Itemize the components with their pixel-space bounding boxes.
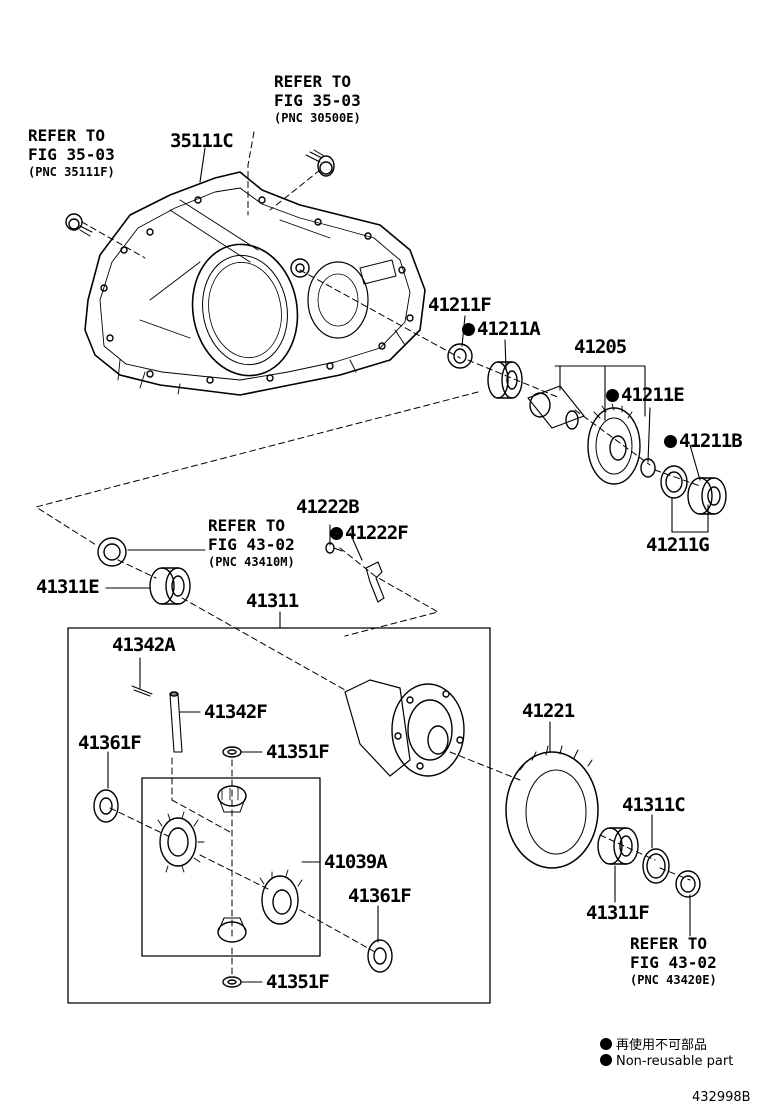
refer-fig-text: FIG 43-02 (208, 535, 295, 554)
subassembly-frame-41039A (141, 777, 321, 957)
bearing-41311F (597, 827, 639, 865)
part-label-41342F: 41342F (204, 701, 268, 723)
bearing-41311E (149, 567, 191, 605)
oil-seal-41211F (447, 343, 473, 369)
non-reusable-mark (330, 527, 343, 540)
part-number: 41211E (621, 384, 685, 406)
part-label-41351F-upper: 41351F (266, 741, 330, 763)
legend-text: Non-reusable part (616, 1054, 734, 1069)
part-number: 41222F (345, 522, 409, 544)
part-label-41211A: 41211A (462, 318, 541, 340)
shim-41311C (642, 848, 670, 884)
bearing-41211A (487, 361, 523, 399)
part-label-41342A: 41342A (112, 634, 176, 656)
oil-seal-right (675, 870, 701, 898)
part-label-41351F-lower: 41351F (266, 971, 330, 993)
part-label-41222F: 41222F (330, 522, 409, 544)
lock-plate-41222F (365, 561, 385, 603)
pinion-gear-upper (217, 785, 247, 813)
legend-japanese: 再使用不可部品 (600, 1034, 707, 1053)
refer-pnc-text: (PNC 35111F) (28, 165, 115, 179)
part-label-41311C: 41311C (622, 794, 686, 816)
part-label-41361F-left: 41361F (78, 732, 142, 754)
oil-seal-left (97, 537, 127, 567)
refer-text: REFER TO (208, 516, 286, 535)
part-label-41211F: 41211F (428, 294, 492, 316)
legend-text: 再使用不可部品 (616, 1038, 708, 1053)
refer-label-left: REFER TO FIG 35-03 (PNC 35111F) (28, 126, 115, 179)
bolt-41222B (325, 542, 343, 554)
part-label-35111C: 35111C (170, 130, 234, 152)
refer-text: REFER TO (274, 72, 352, 91)
leader-lines (105, 147, 709, 983)
legend-english: Non-reusable part (600, 1054, 733, 1069)
refer-pnc-text: (PNC 43420E) (630, 973, 717, 987)
transaxle-case-illustration (84, 171, 426, 396)
spacer-41211E (640, 458, 656, 478)
part-label-41205: 41205 (574, 336, 627, 358)
side-gear-right (259, 869, 303, 925)
part-label-41211E: 41211E (606, 384, 685, 406)
part-label-41211B: 41211B (664, 430, 743, 452)
refer-label-upper: REFER TO FIG 35-03 (PNC 30500E) (274, 72, 361, 125)
refer-fig-text: FIG 35-03 (274, 91, 361, 110)
non-reusable-mark (600, 1038, 612, 1050)
pinion-gear-lower (217, 917, 247, 943)
differential-case-41311 (344, 679, 465, 777)
non-reusable-mark (600, 1054, 612, 1066)
drive-pinion-41205 (527, 385, 641, 485)
part-label-41211G: 41211G (646, 534, 710, 556)
refer-text: REFER TO (28, 126, 106, 145)
bearing-41211B (687, 477, 727, 515)
figure-number: 432998B (692, 1090, 751, 1105)
case-bolt-upper (305, 149, 335, 177)
case-bolt-left (65, 213, 93, 237)
part-label-41311E: 41311E (36, 576, 100, 598)
refer-pnc-text: (PNC 43410M) (208, 555, 295, 569)
thrust-washer-41361F-right (367, 939, 393, 973)
thrust-washer-41351F-lower (222, 976, 242, 988)
pin-41342A (131, 685, 153, 697)
refer-pnc-text: (PNC 30500E) (274, 111, 361, 125)
side-gear-left (157, 811, 205, 873)
part-number: 41211A (477, 318, 541, 340)
ring-gear-41221 (505, 745, 599, 869)
part-label-41311F: 41311F (586, 902, 650, 924)
pinion-shaft-41342F (169, 691, 183, 753)
part-label-41222B: 41222B (296, 496, 360, 518)
part-number: 41211B (679, 430, 743, 452)
thrust-washer-41361F-left (93, 789, 119, 823)
thrust-washer-41351F-upper (222, 746, 242, 758)
non-reusable-mark (606, 389, 619, 402)
refer-label-lower-right: REFER TO FIG 43-02 (PNC 43420E) (630, 934, 717, 987)
part-label-41221: 41221 (522, 700, 575, 722)
non-reusable-mark (664, 435, 677, 448)
assembly-frame-41311 (67, 627, 491, 1004)
part-label-41361F-right: 41361F (348, 885, 412, 907)
refer-text: REFER TO (630, 934, 708, 953)
refer-label-middle: REFER TO FIG 43-02 (PNC 43410M) (208, 516, 295, 569)
part-label-41311: 41311 (246, 590, 299, 612)
refer-fig-text: FIG 35-03 (28, 145, 115, 164)
non-reusable-mark (462, 323, 475, 336)
shim-41211G (660, 465, 688, 499)
refer-fig-text: FIG 43-02 (630, 953, 717, 972)
part-label-41039A: 41039A (324, 851, 388, 873)
